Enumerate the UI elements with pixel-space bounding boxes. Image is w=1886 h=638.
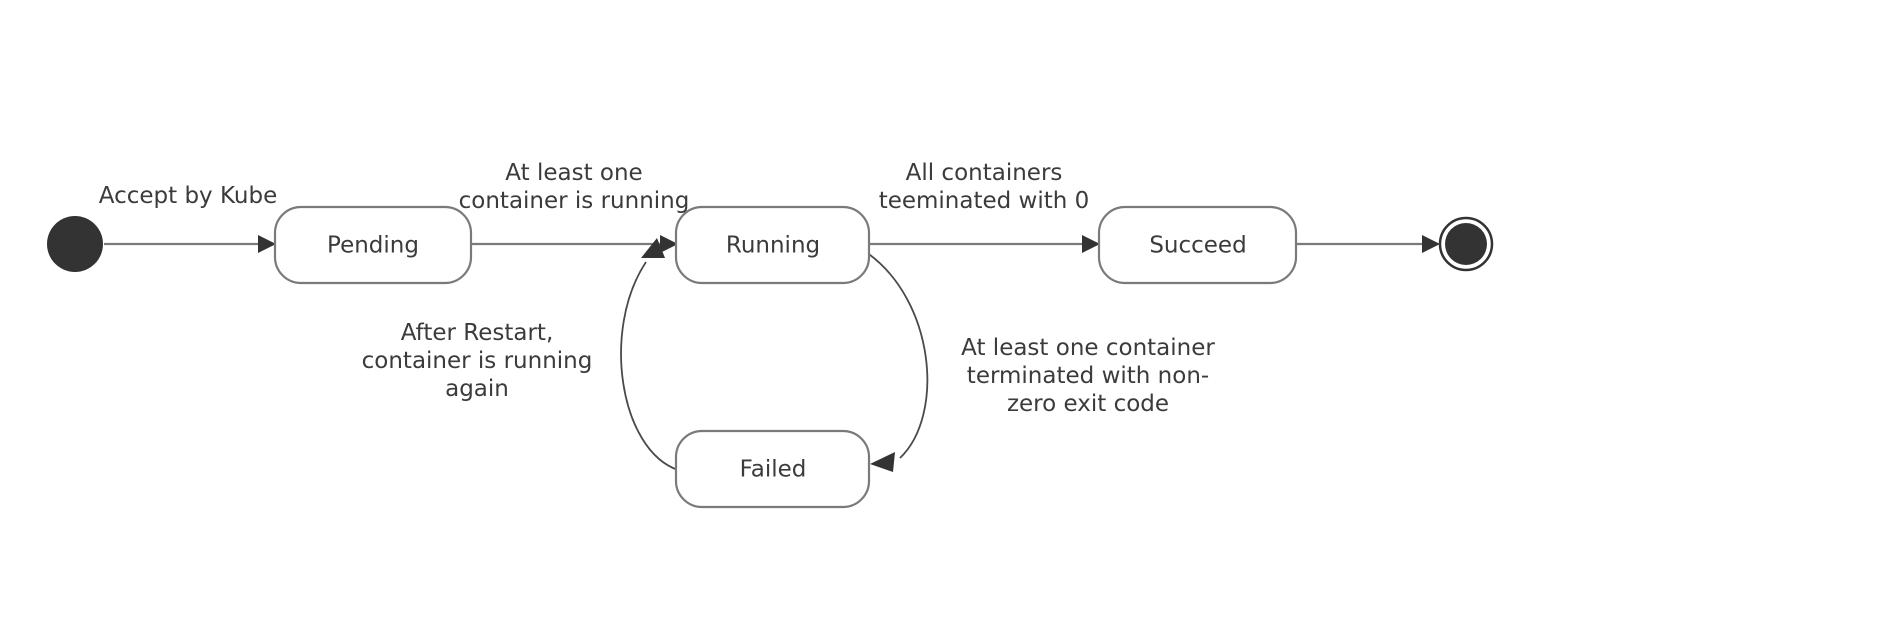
edge-label-at-least-one-container-nonzero: At least one container terminated with n…	[961, 335, 1215, 417]
end-state-inner-circle	[1445, 223, 1487, 265]
arrowhead-into-pending	[258, 235, 276, 253]
edge-failed-to-running[interactable]	[620, 238, 679, 471]
edge-label-line-3: again	[445, 376, 509, 402]
node-succeed[interactable]: Succeed	[1097, 205, 1298, 285]
edge-pending-to-running[interactable]	[470, 235, 678, 253]
edge-label-line-3: zero exit code	[1007, 391, 1169, 417]
edge-label-accept-by-kube: Accept by Kube	[99, 183, 278, 209]
node-succeed-shape	[1097, 205, 1298, 285]
edge-label-line-2: teeminated with 0	[879, 188, 1090, 214]
arrowhead-into-succeed	[1082, 235, 1100, 253]
edge-running-to-failed-curve	[865, 251, 929, 459]
edge-running-to-succeed[interactable]	[868, 235, 1100, 253]
node-pending[interactable]: Pending	[273, 205, 473, 285]
node-running-shape	[674, 205, 871, 285]
arrowhead-into-running-from-pending	[660, 235, 678, 253]
edge-label-line-2: container is running	[459, 188, 690, 214]
node-start-state[interactable]	[47, 216, 103, 272]
start-state-circle	[47, 216, 103, 272]
edge-label-line-1: At least one	[505, 160, 642, 186]
arrowhead-into-end	[1422, 235, 1440, 253]
edge-label-line-1: After Restart,	[401, 320, 554, 346]
edge-label-line-1: All containers	[906, 160, 1063, 186]
edge-label-at-least-one-container-running: At least one container is running	[459, 160, 690, 214]
edge-label-line-1: At least one container	[961, 335, 1215, 361]
node-running-label: Running	[726, 233, 820, 259]
arrowhead-into-running-from-failed	[641, 238, 665, 258]
node-end-state[interactable]	[1438, 216, 1494, 272]
node-failed-label: Failed	[740, 457, 807, 483]
edge-label-line-2: terminated with non-	[967, 363, 1209, 389]
edge-running-to-failed[interactable]	[865, 251, 929, 472]
node-failed-shape	[674, 429, 871, 509]
edge-label-line-2: container is running	[362, 348, 593, 374]
edge-succeed-to-end[interactable]	[1295, 235, 1440, 253]
node-pending-shape	[273, 205, 473, 285]
node-running[interactable]: Running	[674, 205, 871, 285]
node-succeed-label: Succeed	[1149, 233, 1246, 259]
edge-failed-to-running-curve	[620, 261, 679, 471]
edge-label-all-containers-terminated-zero: All containers teeminated with 0	[879, 160, 1090, 214]
arrowhead-into-failed	[870, 452, 895, 472]
node-pending-label: Pending	[327, 233, 419, 259]
node-failed[interactable]: Failed	[674, 429, 871, 509]
end-state-outer-ring	[1438, 216, 1494, 272]
edge-label-after-restart-container-running-again: After Restart, container is running agai…	[362, 320, 593, 402]
edge-start-to-pending[interactable]	[104, 235, 276, 253]
